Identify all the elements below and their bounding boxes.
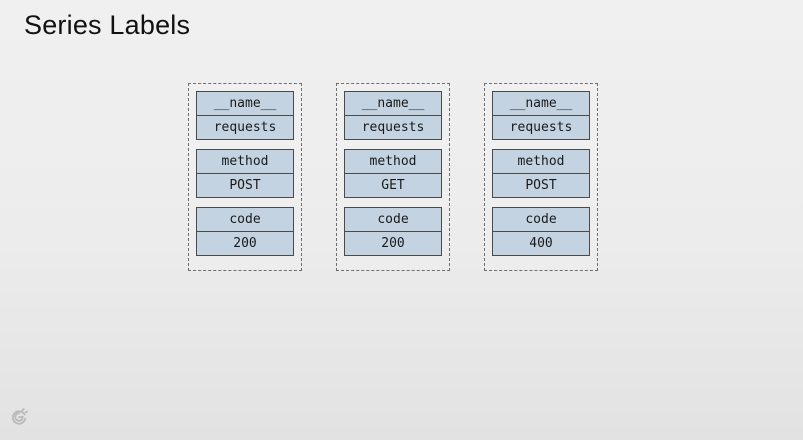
label-pair-method: method POST [196,149,294,198]
label-key: method [345,150,441,174]
label-value: requests [509,120,573,135]
label-pair-code: code 400 [492,207,590,256]
label-key: __name__ [345,92,441,116]
label-key: method [197,150,293,174]
grafana-logo-icon [9,407,29,427]
label-value: POST [525,178,557,193]
label-key: __name__ [493,92,589,116]
label-key: code [493,208,589,232]
label-value: 200 [381,236,405,251]
label-pair-name: __name__ requests [196,91,294,140]
label-value: GET [381,178,405,193]
label-pair-method: method POST [492,149,590,198]
label-value: 200 [233,236,257,251]
series-row: __name__ requests method POST code 200 _… [188,83,598,271]
label-key: code [197,208,293,232]
slide-title: Series Labels [24,10,191,40]
series-card-1: __name__ requests method POST code 200 [188,83,302,271]
label-key: method [493,150,589,174]
label-key: __name__ [197,92,293,116]
series-card-3: __name__ requests method POST code 400 [484,83,598,271]
label-key: code [345,208,441,232]
label-value: 400 [529,236,553,251]
label-value: requests [213,120,277,135]
label-pair-name: __name__ requests [492,91,590,140]
label-pair-name: __name__ requests [344,91,442,140]
label-value: POST [229,178,261,193]
label-value: requests [361,120,425,135]
label-pair-code: code 200 [196,207,294,256]
label-pair-method: method GET [344,149,442,198]
series-card-2: __name__ requests method GET code 200 [336,83,450,271]
label-pair-code: code 200 [344,207,442,256]
